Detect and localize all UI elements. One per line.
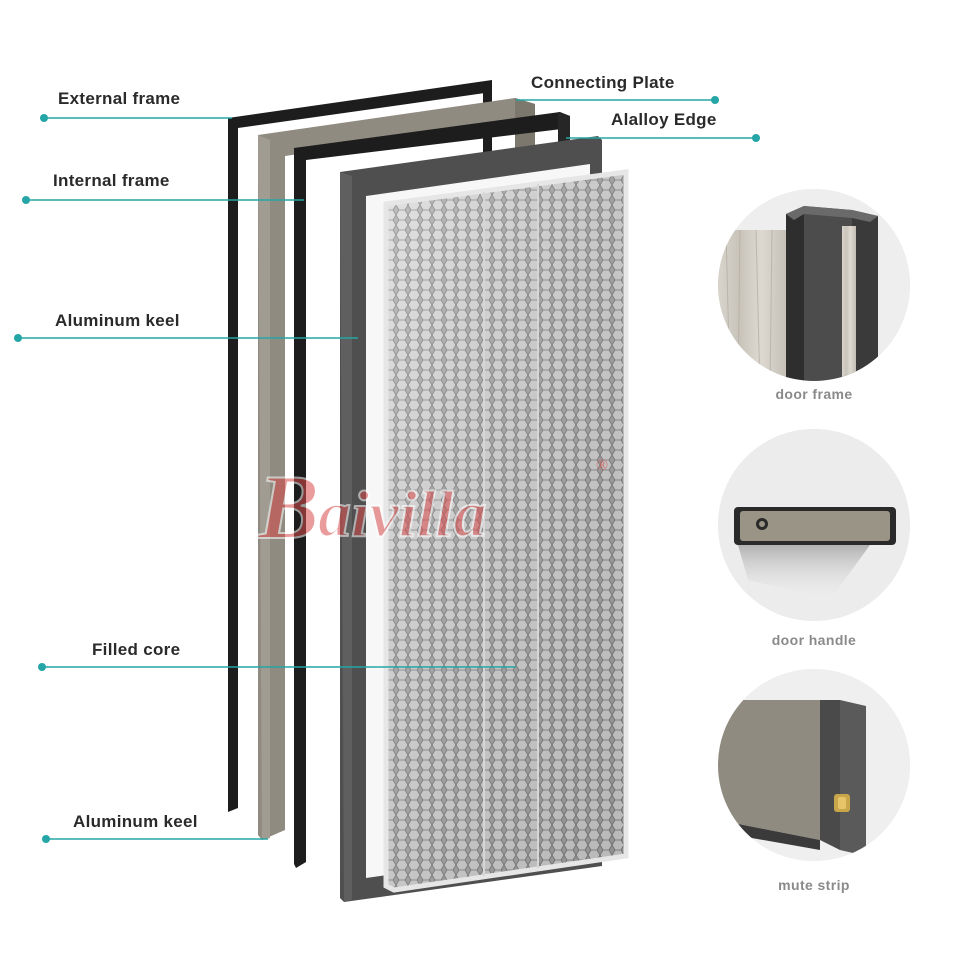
label-external-frame: External frame bbox=[58, 89, 181, 108]
label-filled-core: Filled core bbox=[92, 640, 181, 659]
watermark-text: aivilla bbox=[318, 478, 487, 551]
mute-strip-closeup-icon bbox=[820, 700, 840, 850]
dot-aluminum-keel-top bbox=[14, 334, 22, 342]
caption-mute-strip: mute strip bbox=[778, 877, 850, 893]
door-frame-closeup-icon bbox=[718, 230, 790, 381]
watermark-registered: ® bbox=[596, 457, 608, 474]
detail-mute-strip bbox=[718, 669, 910, 861]
label-aluminum-keel-top: Aluminum keel bbox=[55, 311, 180, 330]
leader-lines bbox=[18, 99, 756, 840]
filled-core-layer bbox=[383, 169, 629, 893]
detail-door-frame bbox=[718, 189, 910, 381]
dot-external-frame bbox=[40, 114, 48, 122]
dot-connecting-plate bbox=[711, 96, 719, 104]
dot-internal-frame bbox=[22, 196, 30, 204]
watermark: B aivilla ® bbox=[256, 455, 608, 559]
label-internal-frame: Internal frame bbox=[53, 171, 170, 190]
label-alalloy-edge: Alalloy Edge bbox=[611, 110, 717, 129]
watermark-initial: B bbox=[257, 456, 319, 558]
dot-alalloy-edge bbox=[752, 134, 760, 142]
detail-door-handle bbox=[718, 429, 910, 621]
dot-aluminum-keel-bottom bbox=[42, 835, 50, 843]
label-connecting-plate: Connecting Plate bbox=[531, 73, 675, 92]
caption-door-frame: door frame bbox=[775, 386, 853, 402]
leader-dots bbox=[14, 96, 760, 843]
label-aluminum-keel-bottom: Aluminum keel bbox=[73, 812, 198, 831]
caption-door-handle: door handle bbox=[771, 632, 857, 648]
dot-filled-core bbox=[38, 663, 46, 671]
